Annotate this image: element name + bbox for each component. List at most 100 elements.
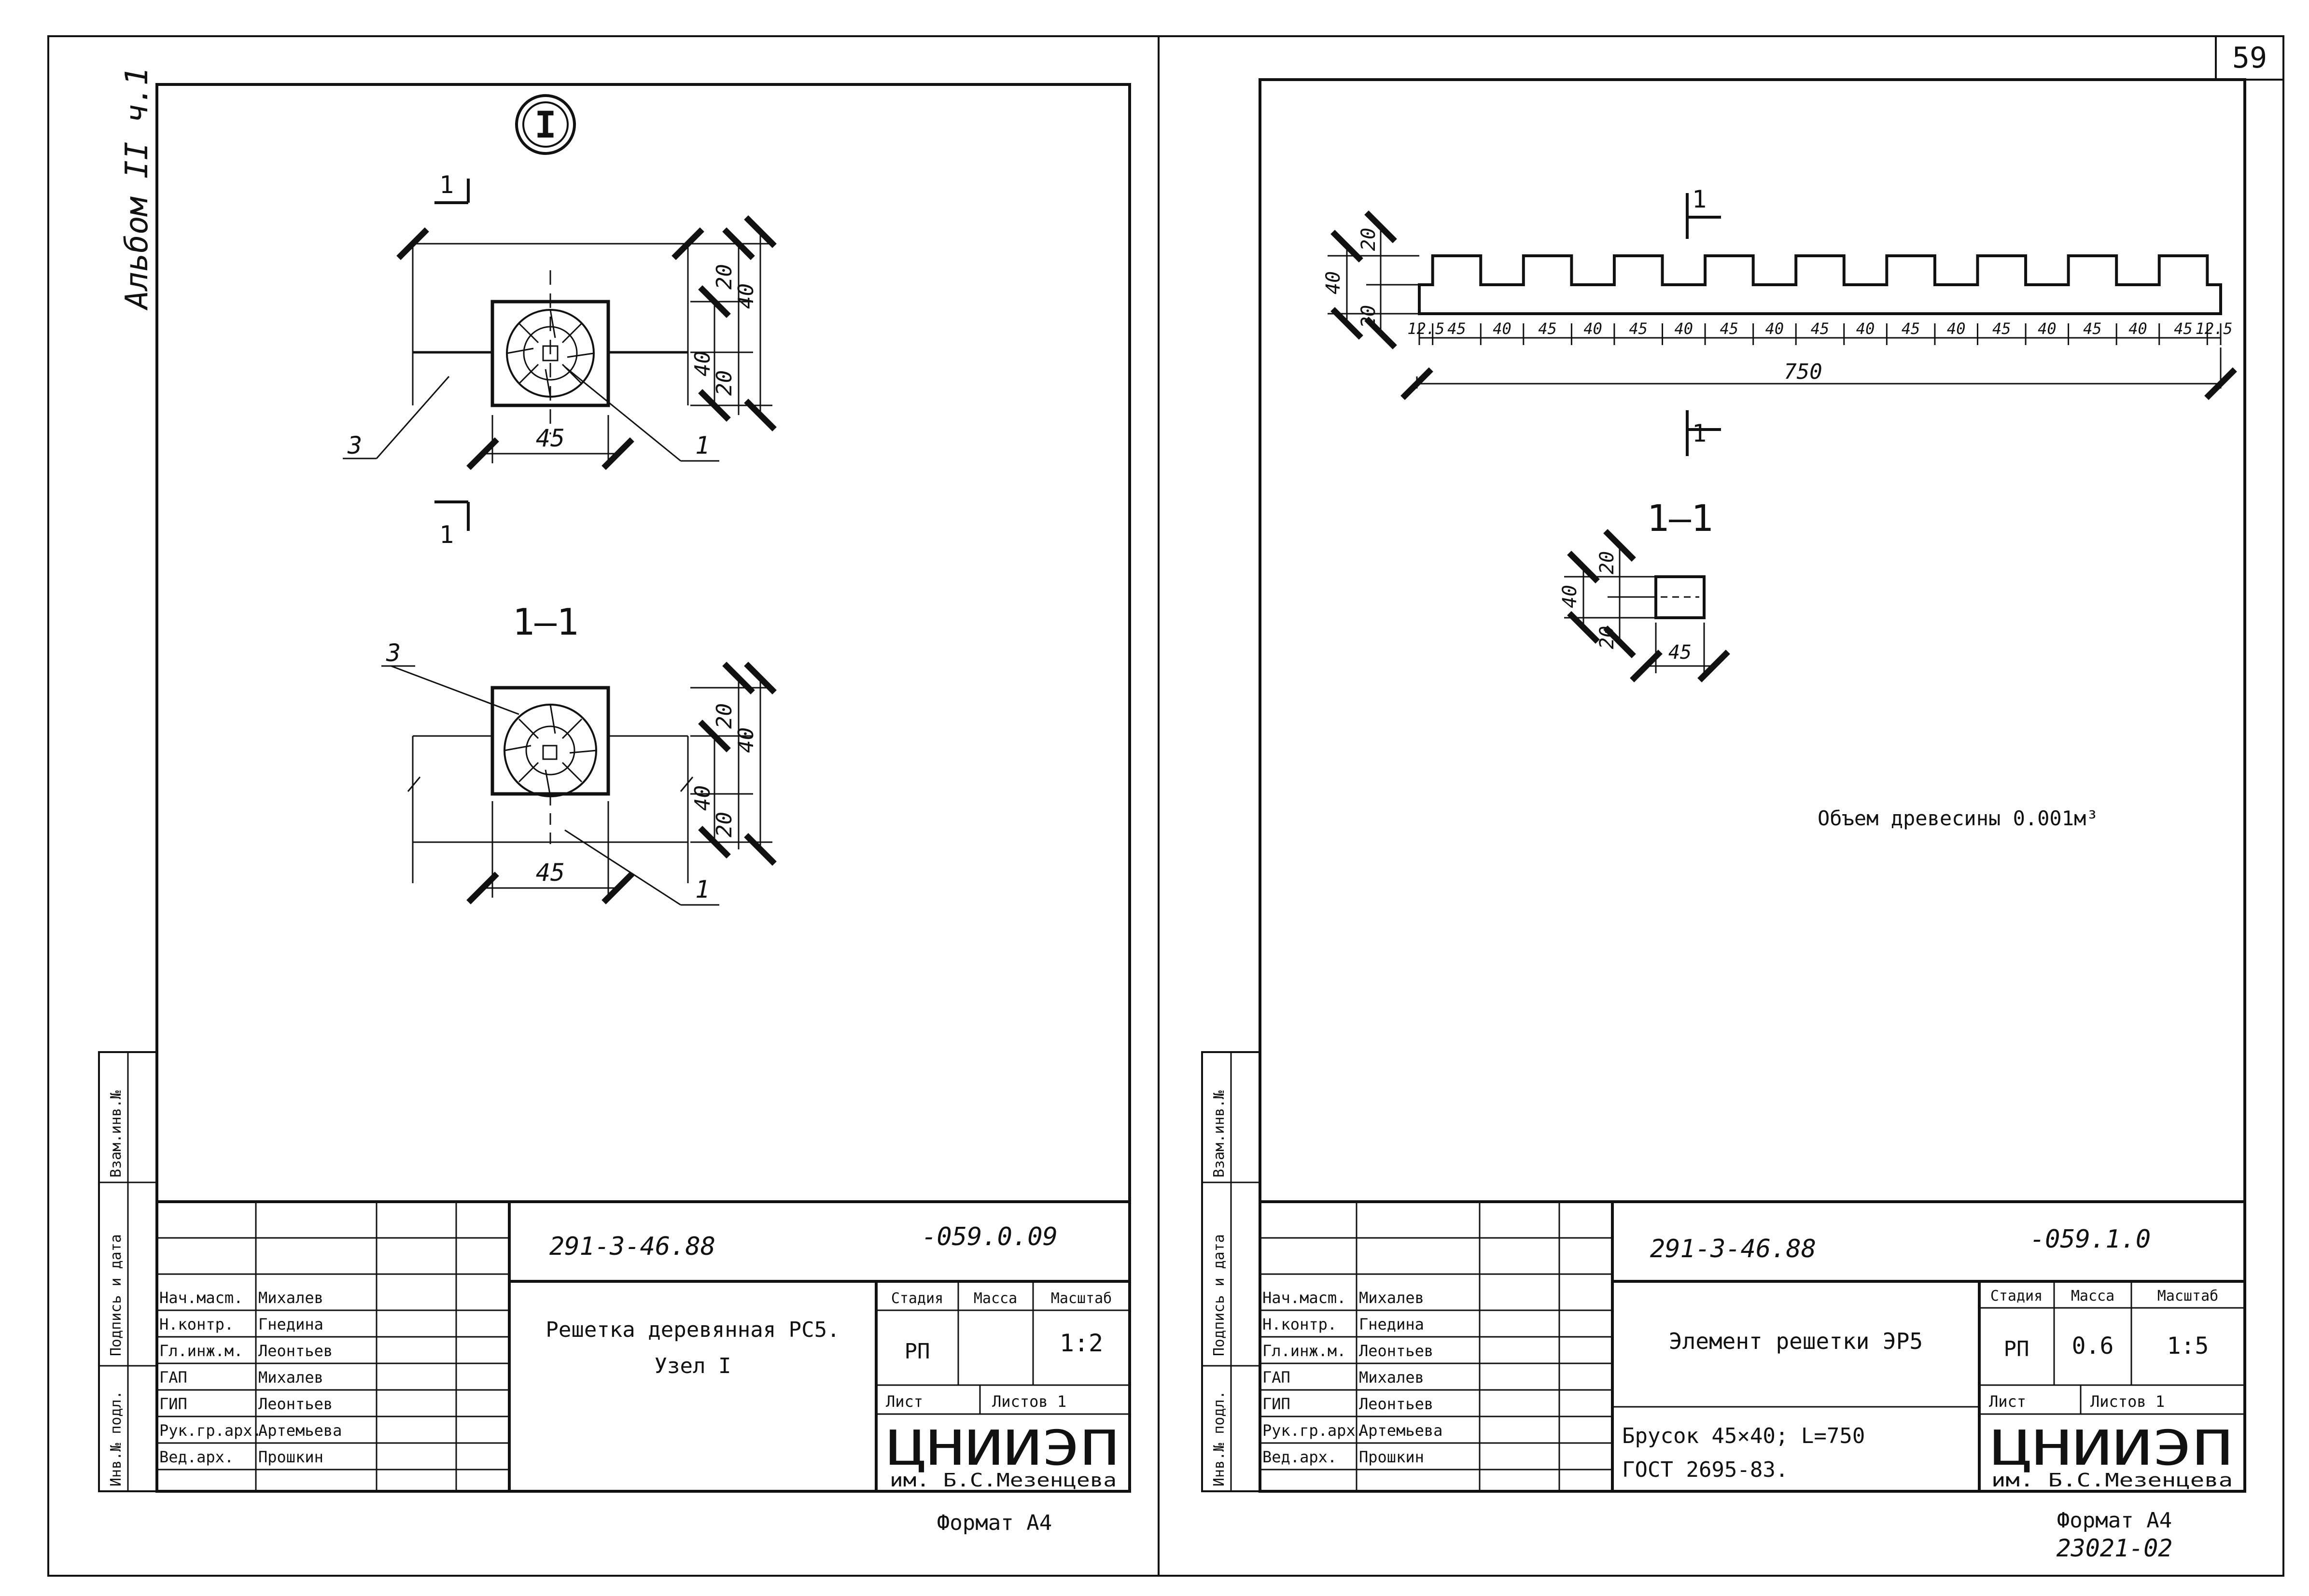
left-sheet-label: Лист (886, 1392, 923, 1411)
right-person-role: Вед.арх. (1262, 1448, 1337, 1466)
segment-dim-label: 45 (1811, 319, 1830, 338)
left-title-line1: Решетка деревянная РС5. (546, 1318, 840, 1342)
callout-1-section: 1 (695, 875, 710, 903)
right-people-list: Нач.масm.МихалевН.контр.ГнединаГл.инж.м.… (1262, 1289, 1442, 1466)
section-dim-h-top: 20 (712, 703, 737, 729)
right-inner-frame (1259, 78, 2246, 1493)
small-section: 1—1 40 20 20 45 (1559, 497, 1730, 682)
left-person-name: Леонтьев (258, 1395, 333, 1413)
plan-dim-h-total: 40 (734, 283, 758, 309)
segment-dim-label: 45 (2083, 319, 2102, 338)
left-title-block: 291-3-46.88 -059.0.09 Решетка деревянная… (157, 1200, 1130, 1535)
left-person-role: Вед.арх. (159, 1448, 234, 1466)
left-sheet: Инв.№ подл. Подпись и дата Взам.инв.№ I … (98, 83, 1131, 1535)
left-title-line2: Узел I (655, 1354, 731, 1378)
left-stage: РП (905, 1339, 930, 1364)
right-person-role: Нач.масm. (1262, 1289, 1346, 1307)
right-stamp-sign-label: Подпись и дата (1211, 1234, 1228, 1356)
right-doc-code: 291-3-46.88 (1650, 1235, 1816, 1263)
segment-dim-label: 45 (1720, 319, 1739, 338)
segment-dim-label: 40 (1947, 319, 1966, 338)
segment-dim-label: 45 (1629, 319, 1648, 338)
cut-mark-bottom: 1 (439, 521, 454, 549)
segment-dim-label: 40 (2038, 319, 2057, 338)
right-stamp-swap-label: Взам.инв.№ (1211, 1090, 1228, 1178)
right-mass: 0.6 (2072, 1332, 2114, 1360)
right-person-role: ГАП (1262, 1368, 1290, 1387)
left-org: ЦНИИЭП (887, 1420, 1119, 1476)
left-person-name: Леонтьев (258, 1342, 333, 1360)
left-format: Формат А4 (937, 1511, 1052, 1535)
volume-note: Объем древесины 0.001м³ (1818, 806, 2099, 830)
callout-3-plan: 3 (347, 431, 362, 459)
small-section-h-total: 40 (1559, 585, 1581, 608)
left-person-name: Гнедина (258, 1315, 323, 1333)
bottom-code: 23021-02 (2057, 1534, 2173, 1562)
right-sheet-label: Лист (1989, 1392, 2026, 1411)
segment-dim-label: 12.5 (1407, 319, 1444, 338)
right-person-role: Рук.гр.арх. (1262, 1421, 1365, 1440)
section-dim-h-bot: 20 (712, 812, 737, 837)
left-scale-label: Масштаб (1051, 1290, 1112, 1307)
overall-length: 750 (1784, 360, 1822, 384)
segment-dim-label: 45 (1538, 319, 1557, 338)
left-sheet-code: -059.0.09 (922, 1222, 1058, 1251)
segment-dim-label: 45 (1447, 319, 1466, 338)
plan-dim-h-bot: 20 (712, 370, 737, 396)
right-person-name: Михалев (1359, 1368, 1424, 1387)
right-person-name: Михалев (1359, 1289, 1424, 1307)
left-person-role: Рук.гр.арх. (159, 1421, 262, 1440)
segment-dim-label: 40 (1493, 319, 1511, 338)
right-person-name: Гнедина (1359, 1315, 1424, 1333)
left-org-sub: им. Б.С.Мезенцева (890, 1470, 1117, 1491)
comb-outline (1418, 254, 2222, 315)
right-scale: 1:5 (2167, 1332, 2209, 1360)
node-mark-circle-inner (522, 101, 569, 148)
right-mass-label: Масса (2071, 1288, 2114, 1305)
left-person-role: ГИП (159, 1395, 187, 1413)
node-mark-circle (515, 94, 576, 155)
right-note1: Брусок 45×40; L=750 (1622, 1424, 1865, 1448)
segment-dim-label: 12.5 (2196, 319, 2233, 338)
right-format: Формат А4 (2057, 1508, 2172, 1533)
cut-mark-top: 1 (439, 171, 454, 199)
page-number: 59 (2232, 41, 2267, 75)
left-people-list: Нач.масm.МихалевН.контр.ГнединаГл.инж.м.… (159, 1289, 342, 1466)
outer-frame (47, 35, 2284, 1577)
callout-3-section: 3 (386, 639, 401, 667)
plan-view: 45 20 40 40 20 1 1 3 1 (343, 171, 777, 549)
right-title: Элемент решетки ЭР5 (1669, 1328, 1923, 1354)
comb-height-top: 20 (1357, 228, 1380, 251)
section-dim-h-total: 40 (734, 727, 758, 753)
comb-cut-bottom: 1 (1692, 419, 1707, 447)
left-doc-code: 291-3-46.88 (549, 1232, 715, 1261)
right-person-role: ГИП (1262, 1395, 1290, 1413)
right-person-name: Леонтьев (1359, 1342, 1433, 1360)
left-person-name: Михалев (258, 1289, 323, 1307)
album-label: Альбом II ч.1 (119, 67, 155, 311)
right-stage-label: Стадия (1990, 1288, 2043, 1305)
section-view: 1—1 45 20 (381, 600, 777, 906)
section-label-right: 1—1 (1647, 497, 1713, 540)
right-side-stamp: Инв.№ подл. Подпись и дата Взам.инв.№ (1201, 1051, 1261, 1492)
segment-dim-label: 40 (1856, 319, 1875, 338)
segment-dim-label: 40 (1583, 319, 1602, 338)
right-sheet-code: -059.1.0 (2030, 1225, 2151, 1254)
page-number-box (2215, 35, 2284, 81)
node-mark-label: I (534, 103, 557, 146)
left-person-role: Н.контр. (159, 1315, 234, 1333)
segment-dim-label: 40 (1675, 319, 1693, 338)
segment-dim-label: 45 (2174, 319, 2193, 338)
right-org: ЦНИИЭП (1991, 1420, 2233, 1476)
left-stamp-inv-label: Инв.№ подл. (108, 1390, 125, 1486)
comb-height-bot: 20 (1357, 305, 1380, 328)
right-person-name: Прошкин (1359, 1448, 1424, 1466)
plan-dim-h-top: 20 (712, 264, 737, 290)
left-stage-label: Стадия (891, 1290, 943, 1307)
right-person-name: Артемьева (1359, 1421, 1442, 1440)
left-scale: 1:2 (1060, 1329, 1103, 1357)
segment-dim-label: 40 (2128, 319, 2147, 338)
comb-height-total: 40 (1322, 271, 1344, 294)
segment-dim-label: 45 (1992, 319, 2011, 338)
plan-dim-width: 45 (536, 424, 565, 452)
